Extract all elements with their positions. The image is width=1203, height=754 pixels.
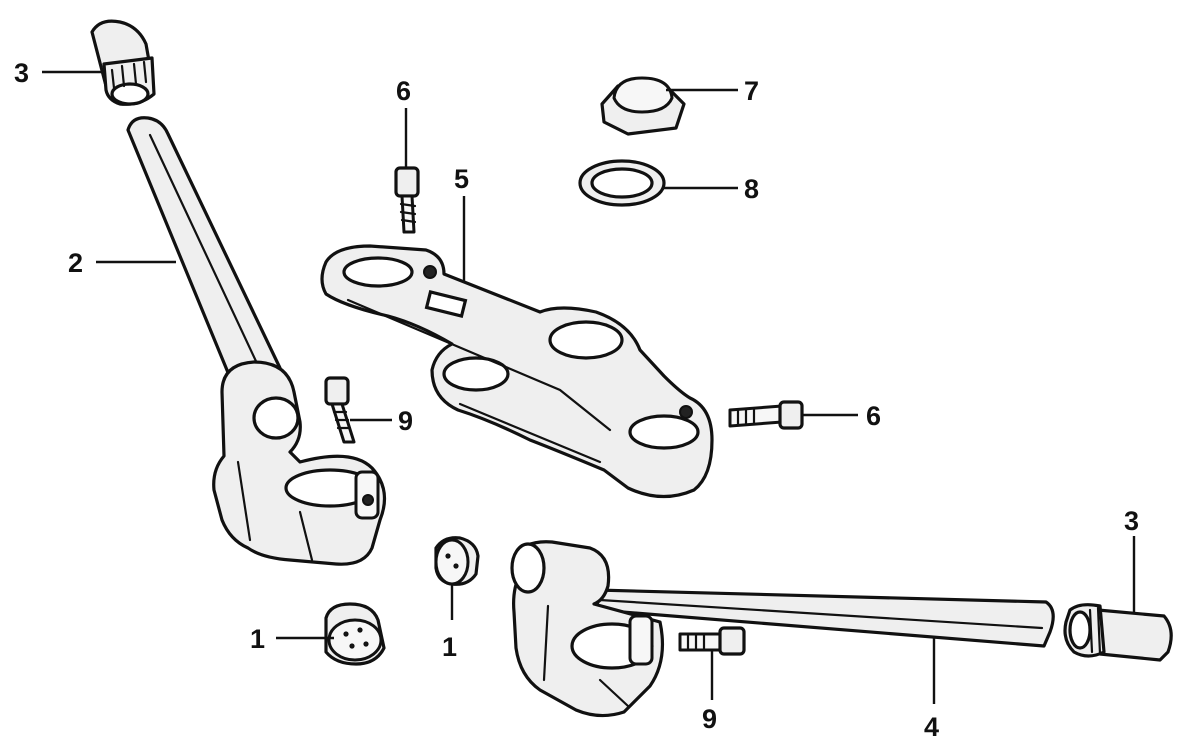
callout-1-left: 1 <box>250 624 265 654</box>
washer <box>578 159 666 207</box>
callout-7: 7 <box>744 76 759 106</box>
leader-lines <box>42 70 1136 704</box>
callout-9-bottom: 9 <box>702 704 717 734</box>
callout-3-top: 3 <box>14 58 29 88</box>
callout-3-right: 3 <box>1124 506 1139 536</box>
upper-triple-clamp <box>320 244 714 499</box>
callout-labels: 3 2 6 5 7 8 9 6 1 1 3 9 4 <box>14 58 1139 742</box>
callout-5: 5 <box>454 164 469 194</box>
bolt-9-left <box>324 376 356 444</box>
right-handlebar-assembly <box>510 540 1055 718</box>
callout-6-top: 6 <box>396 76 411 106</box>
callout-9-left: 9 <box>398 406 413 436</box>
bolt-9-bottom <box>678 626 746 656</box>
plug-center <box>434 536 480 586</box>
callout-6-right: 6 <box>866 401 881 431</box>
callout-1-center: 1 <box>442 632 457 662</box>
cap-nut <box>600 76 686 136</box>
left-handlebar-assembly <box>126 116 387 566</box>
bar-end-weight-right <box>1063 603 1173 662</box>
callout-4: 4 <box>924 712 939 742</box>
plug-left <box>324 602 386 666</box>
bolt-6-top <box>394 166 420 234</box>
bolt-6-right <box>728 400 804 430</box>
callout-8: 8 <box>744 174 759 204</box>
callout-2: 2 <box>68 248 83 278</box>
bar-end-weight-top <box>90 19 156 106</box>
